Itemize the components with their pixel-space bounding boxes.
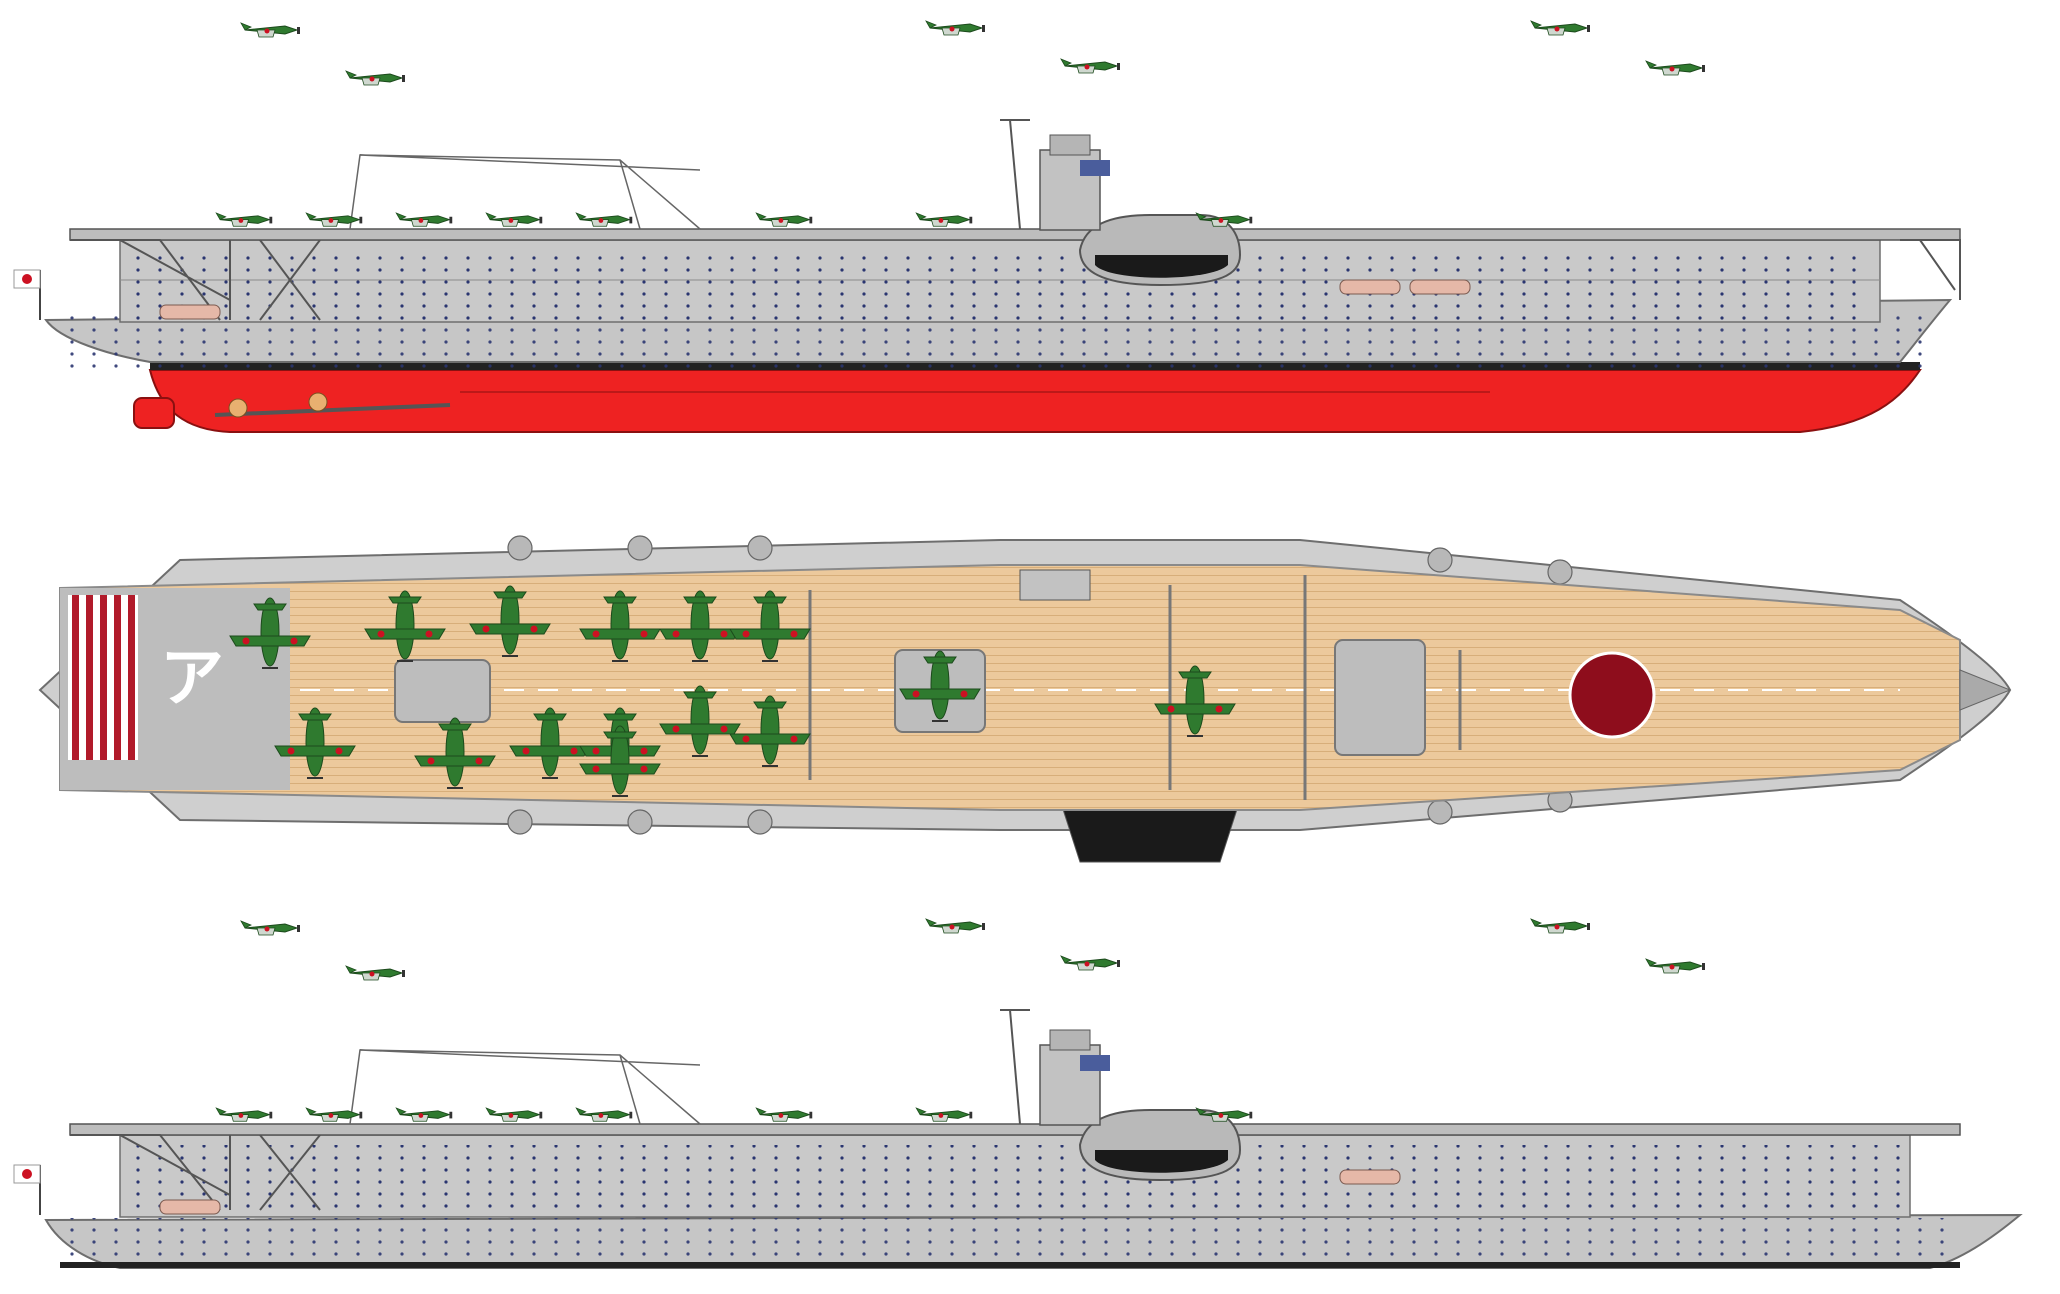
aircraft-top-icon	[414, 717, 496, 789]
starboard-profile-view	[13, 119, 1961, 433]
waterline	[60, 1262, 1960, 1268]
port-profile-view	[13, 1009, 2023, 1269]
aircraft-top-icon	[729, 590, 811, 662]
aircraft-side-icon	[915, 212, 973, 227]
hinomaru-recognition-circle	[1568, 651, 1656, 739]
aircraft-side-icon	[1645, 60, 1705, 76]
deck-identification-marking: ア	[160, 642, 224, 716]
aircraft-side-view	[215, 20, 1705, 1122]
aircraft-side-icon	[485, 212, 543, 227]
aircraft-side-icon	[575, 1107, 633, 1122]
flight-deck-edge	[69, 228, 1961, 241]
aircraft-side-icon	[755, 1107, 813, 1122]
aircraft-side-icon	[925, 20, 985, 36]
aircraft-side-icon	[485, 1107, 543, 1122]
aircraft-top-icon	[274, 707, 356, 779]
aircraft-side-icon	[240, 920, 300, 936]
aircraft-top-icon	[509, 707, 591, 779]
island-superstructure-port	[1000, 1009, 1110, 1126]
propeller-shafts	[214, 392, 451, 418]
aircraft-top-icon	[1154, 665, 1236, 737]
aircraft-top-icon	[579, 725, 661, 797]
antifouling-hull	[148, 369, 1922, 433]
aircraft-side-icon	[240, 22, 300, 38]
aircraft-top-icon	[729, 695, 811, 767]
flight-deck-edge-port	[69, 1123, 1961, 1136]
flight-deck	[59, 564, 1961, 811]
ship-boat	[1409, 279, 1471, 295]
gun-sponsons	[507, 535, 1573, 835]
aircraft-side-icon	[575, 212, 633, 227]
aircraft-top-icon	[229, 597, 311, 669]
aircraft-side-icon	[1195, 1107, 1253, 1122]
aircraft-side-icon	[305, 1107, 363, 1122]
aircraft-side-icon	[1645, 958, 1705, 974]
aft-deck-supports	[70, 239, 1961, 321]
aircraft-side-icon	[345, 965, 405, 981]
barriers	[808, 575, 1462, 800]
bow-tip	[1959, 669, 2012, 711]
rudder	[133, 397, 175, 429]
aircraft-side-icon	[1530, 20, 1590, 36]
ship-boat	[159, 304, 221, 320]
aircraft-top-icon	[899, 650, 981, 722]
aircraft-side-icon	[1060, 955, 1120, 971]
island-top	[1019, 569, 1091, 601]
aerial-masts	[349, 154, 701, 230]
aircraft-side-icon	[1530, 918, 1590, 934]
aircraft-side-icon	[215, 1107, 273, 1122]
aircraft-top-icon	[659, 590, 741, 662]
aircraft-top-icon	[659, 685, 741, 757]
parked-aircraft-top-view	[229, 585, 1236, 797]
aerial-masts-port	[349, 1049, 701, 1125]
fwd-elevator	[1334, 639, 1426, 756]
ship-boat	[159, 1199, 221, 1215]
aircraft-side-icon	[395, 212, 453, 227]
flight-deck-plan-view: ア	[38, 535, 2012, 863]
aircraft-top-icon	[469, 585, 551, 657]
ship-boat	[1339, 1169, 1401, 1185]
aft-elevator	[394, 659, 491, 723]
aircraft-side-icon	[925, 918, 985, 934]
aircraft-side-icon	[1060, 58, 1120, 74]
aircraft-top-icon	[579, 590, 661, 662]
aircraft-side-icon	[915, 1107, 973, 1122]
aft-deck-supports-port	[70, 1134, 321, 1211]
aircraft-side-icon	[755, 212, 813, 227]
aircraft-side-icon	[305, 212, 363, 227]
aircraft-side-icon	[215, 212, 273, 227]
rising-sun-ensign	[13, 269, 41, 320]
rising-sun-ensign-port	[13, 1164, 41, 1215]
ship-boat	[1339, 279, 1401, 295]
aircraft-top-icon	[364, 590, 446, 662]
aircraft-side-icon	[1195, 212, 1253, 227]
aft-red-white-stripes	[68, 595, 138, 760]
island-superstructure	[1000, 119, 1110, 231]
aircraft-side-icon	[345, 70, 405, 86]
aircraft-side-icon	[395, 1107, 453, 1122]
